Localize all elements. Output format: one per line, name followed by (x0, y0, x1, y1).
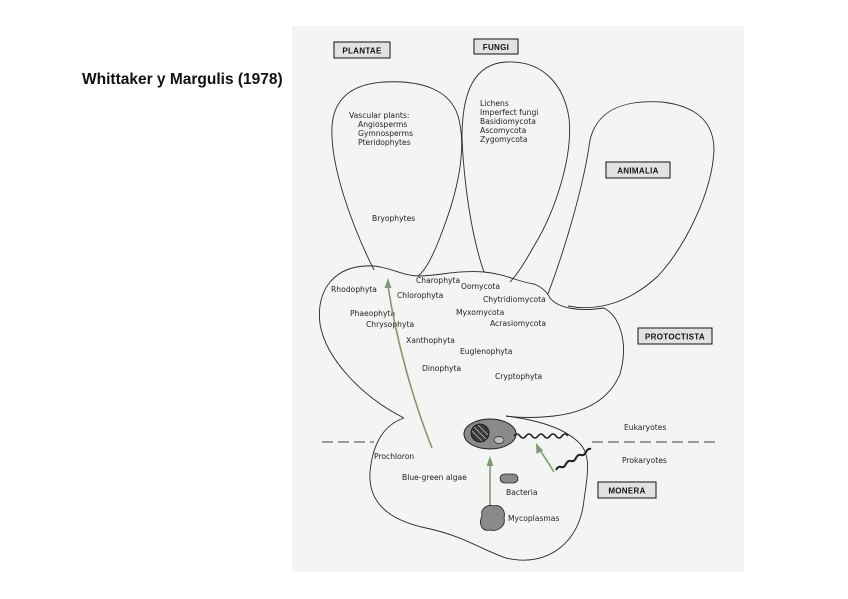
label-imperfect-fungi: Imperfect fungi (480, 108, 538, 117)
fungi-outline (461, 61, 571, 283)
label-chlorophyta: Chlorophyta (397, 291, 443, 300)
svg-text:PROTOCTISTA: PROTOCTISTA (645, 333, 705, 342)
label-gymnosperms: Gymnosperms (358, 129, 413, 138)
label-myxomycota: Myxomycota (456, 308, 504, 317)
animalia-box: ANIMALIA (605, 161, 671, 179)
figure-background (292, 26, 744, 572)
label-oomycota: Oomycota (461, 282, 500, 291)
animalia-outline (547, 101, 715, 309)
label-zygomycota: Zygomycota (480, 135, 528, 144)
label-phaeophyta: Phaeophyta (350, 309, 395, 318)
label-mycoplasmas: Mycoplasmas (508, 514, 559, 523)
label-ascomycota: Ascomycota (480, 126, 526, 135)
plantae-box: PLANTAE (333, 41, 391, 59)
protoctista-box: PROTOCTISTA (637, 327, 713, 345)
monera-outline (369, 415, 589, 561)
label-chrysophyta: Chrysophyta (366, 320, 414, 329)
label-euglenophyta: Euglenophyta (460, 347, 512, 356)
label-rhodophyta: Rhodophyta (331, 285, 377, 294)
arrow-spirochete-to-eukaryote-cell (536, 443, 555, 473)
label-bacteria: Bacteria (506, 488, 538, 497)
plantae-outline (331, 81, 463, 277)
label-vascular-plants: Vascular plants: (349, 111, 409, 120)
spirochete-icon (555, 447, 592, 471)
monera-box: MONERA (597, 481, 657, 499)
protoctista-outline (319, 265, 624, 419)
label-basidiomycota: Basidiomycota (480, 117, 536, 126)
slide-title: Whittaker y Margulis (1978) (82, 71, 283, 88)
arrow-bacteria-to-eukaryote-cell (486, 456, 494, 510)
svg-text:ANIMALIA: ANIMALIA (617, 167, 659, 176)
label-bryophytes: Bryophytes (372, 214, 415, 223)
svg-text:PLANTAE: PLANTAE (342, 47, 382, 56)
label-acrasiomycota: Acrasiomycota (490, 319, 546, 328)
label-lichens: Lichens (480, 99, 509, 108)
label-chytridiomycota: Chytridiomycota (483, 295, 546, 304)
label-xanthophyta: Xanthophyta (406, 336, 455, 345)
label-angiosperms: Angiosperms (358, 120, 407, 129)
label-prochloron: Prochloron (374, 452, 414, 461)
kingdoms-diagram: PLANTAE FUNGI ANIMALIA PROTOCTISTA MONER… (292, 26, 744, 572)
fungi-box: FUNGI (473, 38, 519, 55)
label-charophyta: Charophyta (416, 276, 460, 285)
svg-text:FUNGI: FUNGI (483, 43, 509, 52)
arrow-prochloron-to-plantae (384, 278, 433, 449)
eukaryotic-cell-icon (463, 418, 569, 450)
label-dinophyta: Dinophyta (422, 364, 461, 373)
label-cryptophyta: Cryptophyta (495, 372, 542, 381)
label-pteridophytes: Pteridophytes (358, 138, 411, 147)
svg-text:MONERA: MONERA (608, 487, 645, 496)
label-eukaryotes: Eukaryotes (624, 423, 666, 432)
bacterium-icon (499, 473, 519, 484)
label-blue-green-algae: Blue-green algae (402, 473, 467, 482)
mycoplasma-icon (480, 505, 505, 531)
label-prokaryotes: Prokaryotes (622, 456, 667, 465)
